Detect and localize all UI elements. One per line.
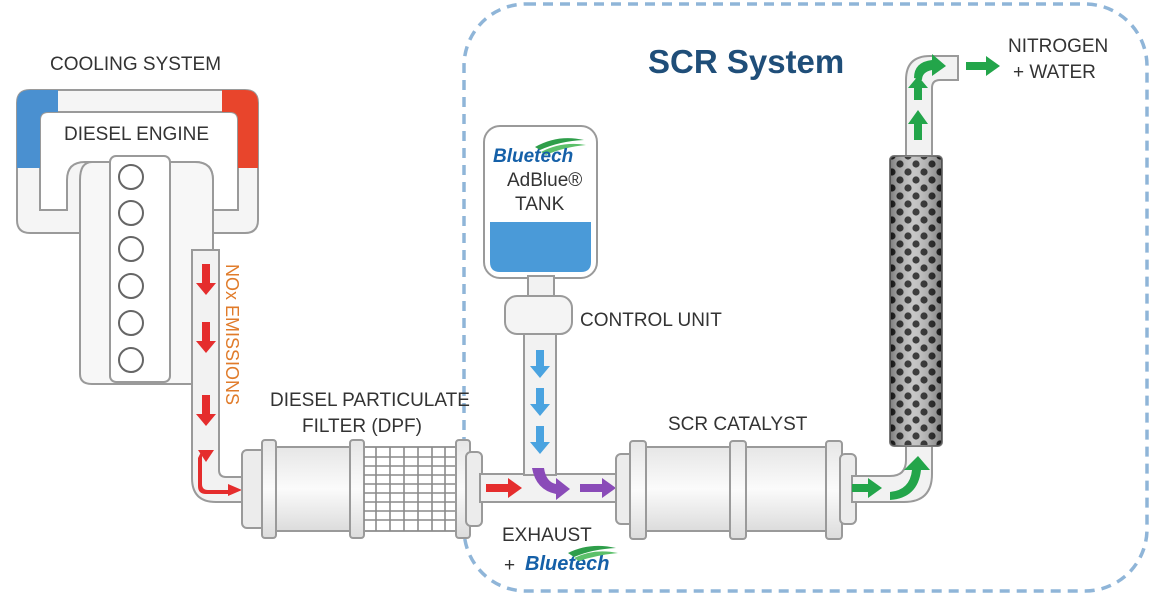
bluetech-leaf-icon-small — [568, 545, 616, 557]
exhaust-plus-label: + — [504, 555, 515, 576]
control-unit-label: CONTROL UNIT — [580, 310, 722, 331]
adblue-flow-arrows — [530, 350, 550, 454]
diesel-engine — [79, 155, 214, 385]
coolant-hot-segment — [222, 90, 258, 168]
adblue-tank — [483, 125, 598, 279]
bluetech-leaf-accent — [574, 551, 618, 561]
perforated-muffler — [889, 155, 943, 447]
nox-flow-arrows — [196, 264, 242, 496]
nox-emissions-label: NOx EMISSIONS — [222, 264, 242, 405]
diesel-engine-label: DIESEL ENGINE — [64, 124, 209, 145]
output-label-line1: NITROGEN — [1008, 36, 1108, 57]
diesel-particulate-filter — [241, 439, 483, 539]
tank-product-label: AdBlue® — [507, 170, 582, 191]
adblue-fluid-level — [490, 222, 591, 272]
cooling-system-label: COOLING SYSTEM — [50, 54, 221, 75]
tank-label: TANK — [515, 194, 565, 215]
exhaust-brand-label: Bluetech — [525, 553, 609, 575]
dpf-label-line2: FILTER (DPF) — [302, 416, 422, 437]
scr-catalyst — [615, 440, 857, 540]
exhaust-flow-arrow — [486, 478, 522, 498]
tank-brand-label: Bluetech — [493, 146, 573, 167]
clean-flow-arrows — [852, 54, 1000, 500]
exhaust-label: EXHAUST — [502, 525, 592, 546]
dpf-label-line1: DIESEL PARTICULATE — [270, 390, 470, 411]
diagram-title: SCR System — [648, 43, 844, 80]
tank-to-control-pipe — [527, 275, 555, 299]
engine-cylinders — [118, 164, 144, 373]
output-label-line2: + WATER — [1013, 62, 1096, 83]
bluetech-leaf-icon — [535, 138, 584, 150]
coolant-cold-segment — [17, 90, 58, 168]
mixed-flow-arrows — [532, 468, 616, 500]
scr-system-boundary — [462, 2, 1149, 593]
control-unit — [504, 295, 573, 335]
scr-catalyst-label: SCR CATALYST — [668, 414, 808, 435]
